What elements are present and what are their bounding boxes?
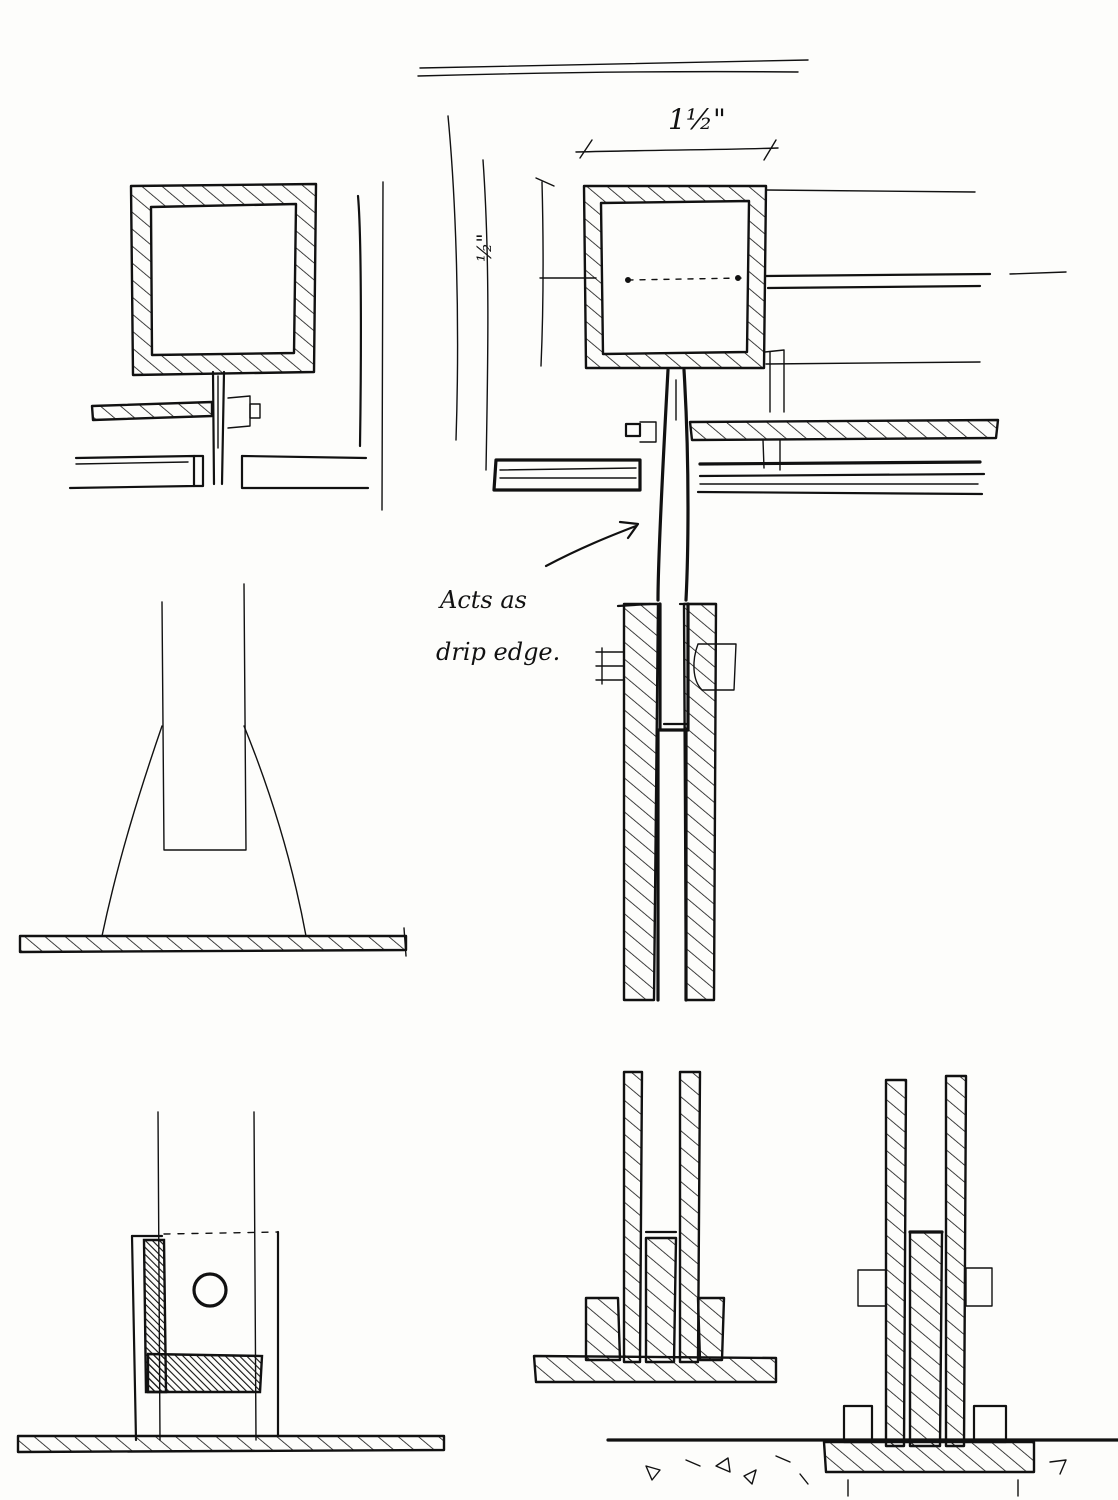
detail-elevation-plate	[16, 1111, 446, 1454]
dimension-height-label: ½"	[472, 233, 496, 262]
dimension-width-label: 1½"	[668, 103, 726, 136]
detail-stem-sleeve	[595, 602, 737, 1002]
detail-plan-dimensioned	[447, 115, 1067, 602]
top-rule	[417, 59, 809, 77]
detail-elevation-bracket	[18, 583, 408, 957]
note-line-1: Acts as	[440, 586, 527, 614]
detail-plan-small	[68, 181, 384, 511]
detail-base-right	[606, 1074, 1118, 1497]
note-line-2: drip edge.	[436, 638, 561, 666]
detail-base-left	[532, 1070, 778, 1384]
